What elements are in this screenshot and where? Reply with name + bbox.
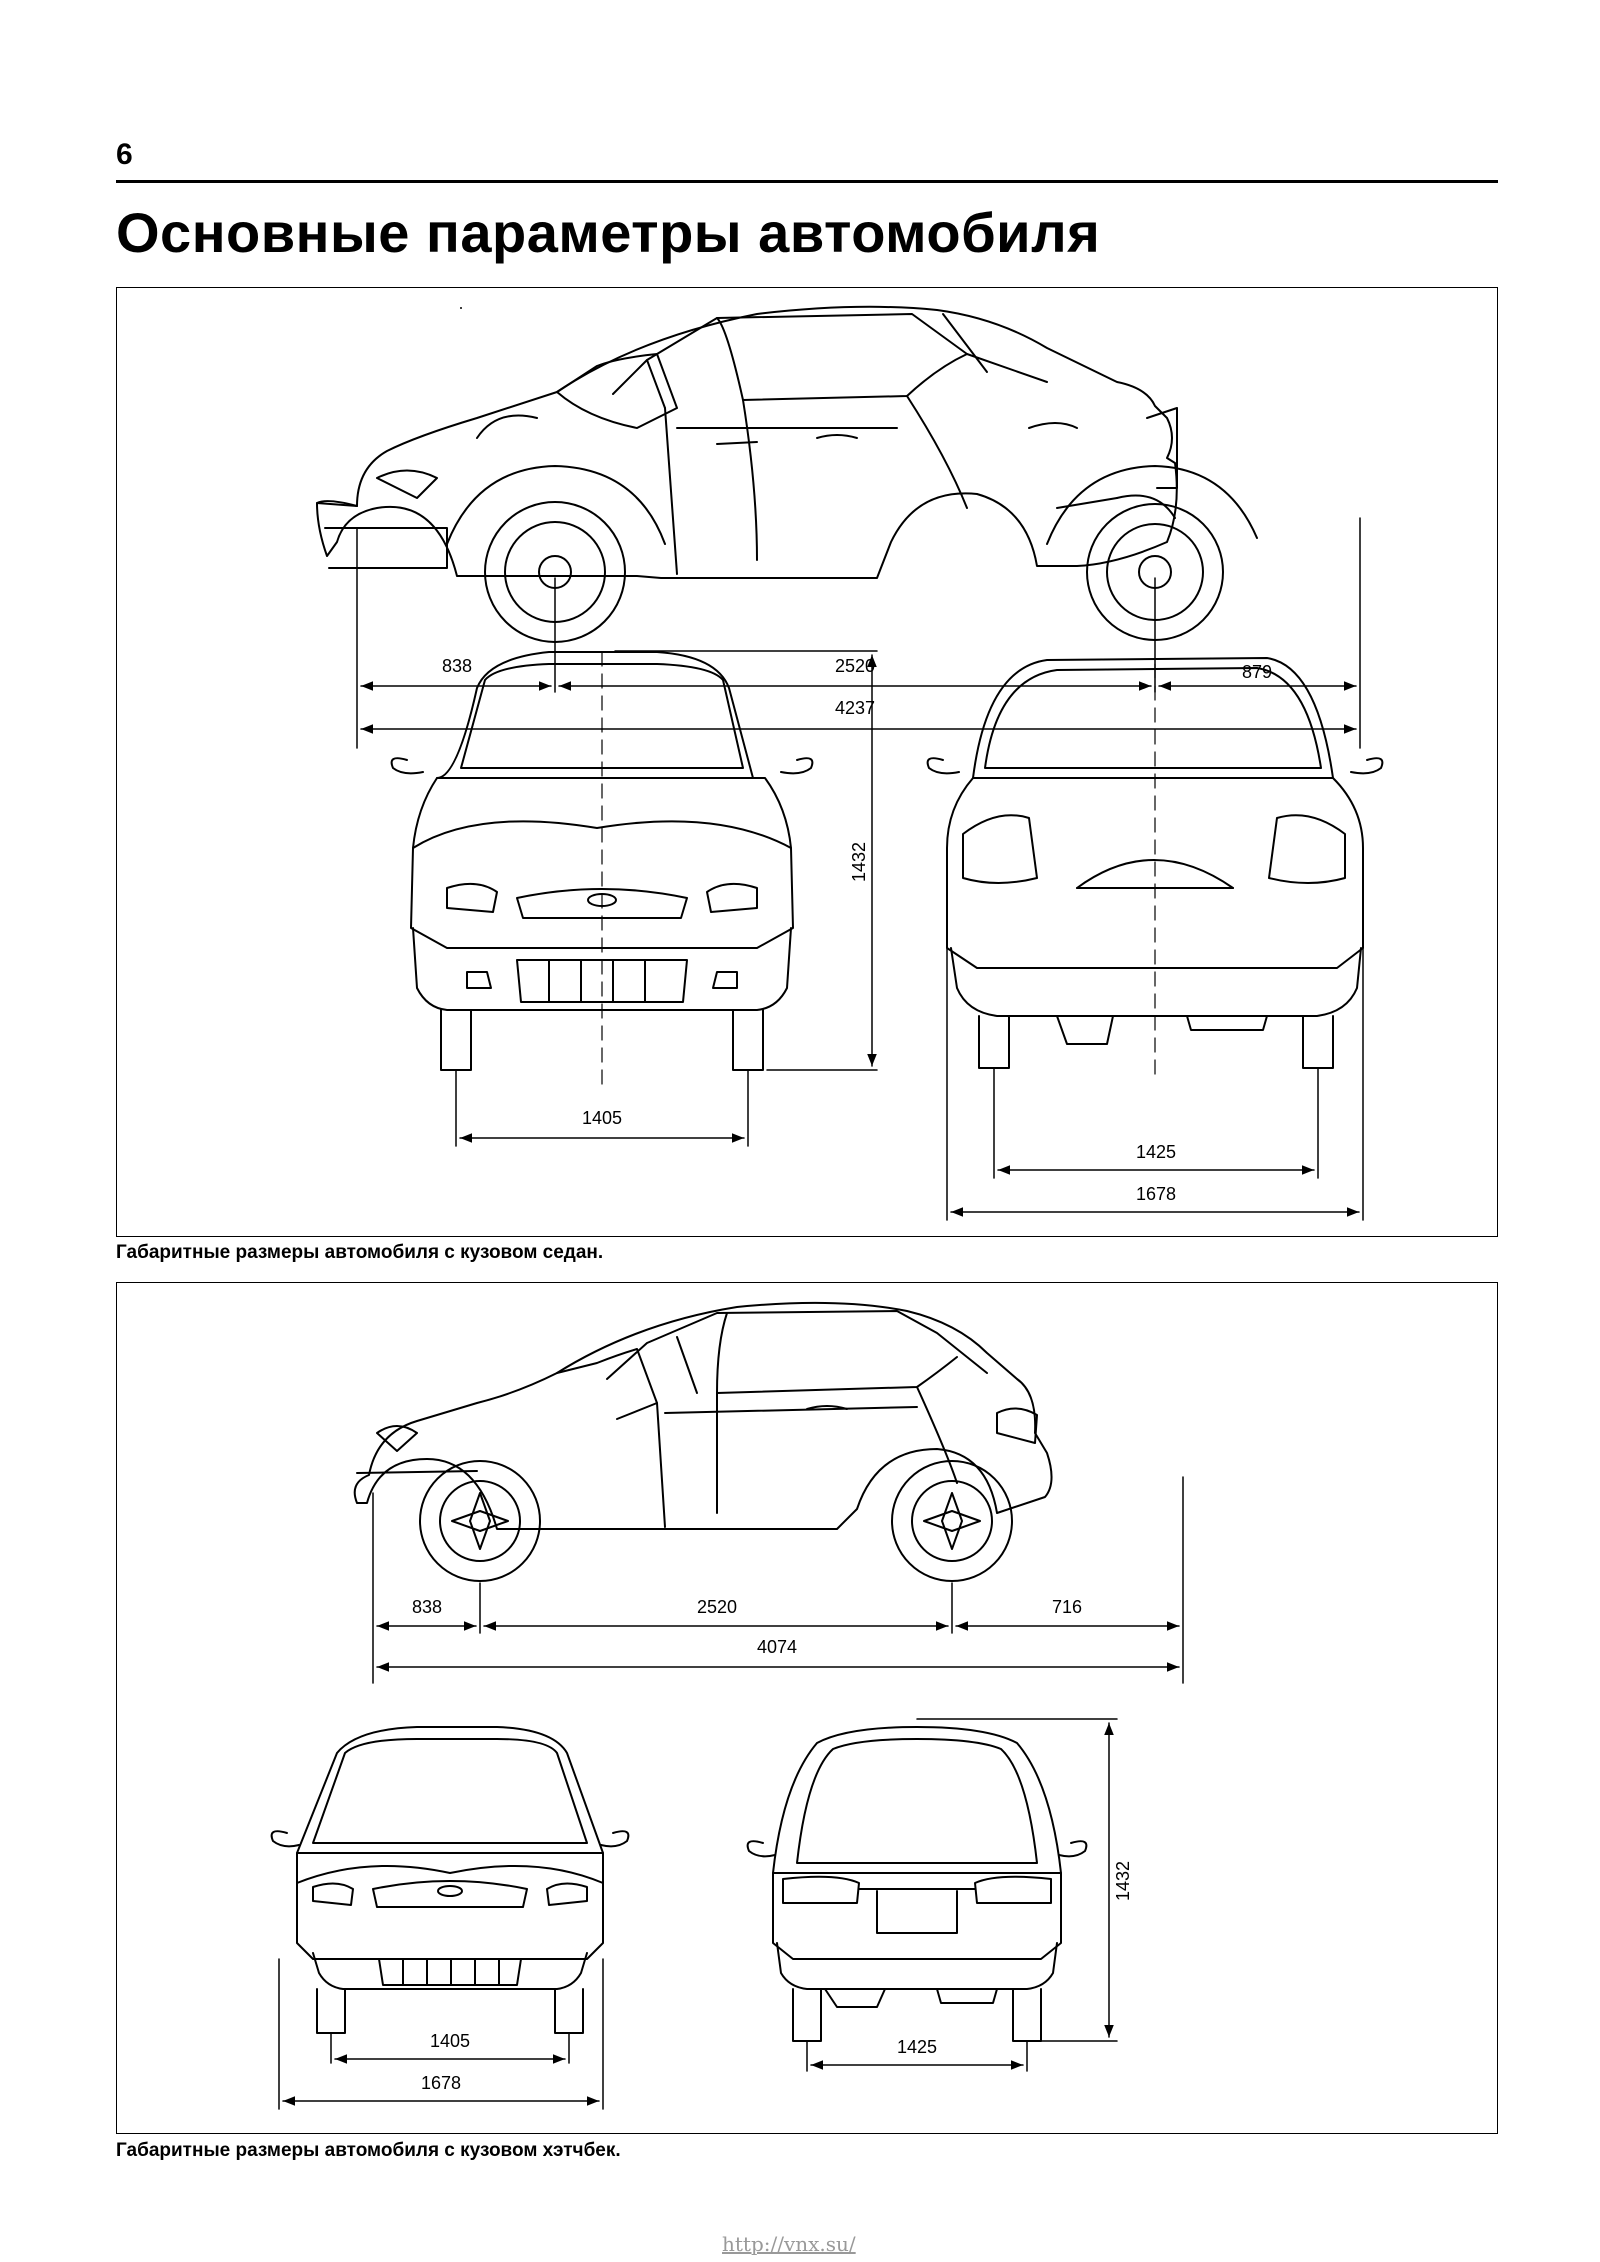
sedan-caption: Габаритные размеры автомобиля с кузовом … bbox=[116, 1242, 604, 1263]
page-number: 6 bbox=[116, 138, 133, 171]
sedan-height: 1432 bbox=[849, 842, 869, 882]
page-title: Основные параметры автомобиля bbox=[116, 201, 1101, 264]
header-rule bbox=[116, 180, 1498, 183]
sedan-rear-overhang: 879 bbox=[1242, 662, 1272, 682]
sedan-length-dimensions: 838 2520 879 4237 bbox=[356, 517, 1361, 749]
sedan-rear-dimensions: 1425 1678 bbox=[946, 947, 1364, 1221]
hatchback-drawing: 838 2520 716 4074 bbox=[270, 1301, 1184, 2110]
hatchback-wheelbase: 2520 bbox=[697, 1597, 737, 1617]
hatchback-side-view bbox=[353, 1301, 1053, 1582]
sedan-dimensions-figure: 838 2520 879 4237 bbox=[116, 287, 1498, 1237]
hatchback-length: 4074 bbox=[757, 1637, 797, 1657]
sedan-side-view bbox=[316, 305, 1258, 643]
hatchback-rear-dimensions: 1432 1425 bbox=[806, 1718, 1133, 2072]
hatchback-front-overhang: 838 bbox=[412, 1597, 442, 1617]
sedan-rear-track: 1425 bbox=[1136, 1142, 1176, 1162]
hatchback-caption: Габаритные размеры автомобиля с кузовом … bbox=[116, 2140, 621, 2161]
hatchback-length-dimensions: 838 2520 716 4074 bbox=[372, 1476, 1184, 1684]
sedan-front-track: 1405 bbox=[582, 1108, 622, 1128]
hatchback-height: 1432 bbox=[1113, 1861, 1133, 1901]
sedan-drawing: 838 2520 879 4237 bbox=[316, 305, 1384, 1221]
hatchback-front-track: 1405 bbox=[430, 2031, 470, 2051]
hatchback-dimensions-figure: 838 2520 716 4074 bbox=[116, 1282, 1498, 2134]
sedan-wheelbase: 2520 bbox=[835, 656, 875, 676]
hatchback-width: 1678 bbox=[421, 2073, 461, 2093]
footer-url[interactable]: http://vnx.su/ bbox=[722, 2232, 856, 2256]
hatchback-rear-overhang: 716 bbox=[1052, 1597, 1082, 1617]
sedan-rear-view bbox=[926, 657, 1384, 1079]
sedan-front-dimensions: 1432 1405 bbox=[455, 650, 878, 1147]
hatchback-rear-track: 1425 bbox=[897, 2037, 937, 2057]
sedan-width: 1678 bbox=[1136, 1184, 1176, 1204]
sedan-front-overhang: 838 bbox=[442, 656, 472, 676]
sedan-front-view bbox=[390, 307, 814, 1089]
hatchback-front-dimensions: 1405 1678 bbox=[278, 1958, 604, 2110]
sedan-length: 4237 bbox=[835, 698, 875, 718]
hatchback-rear-view bbox=[746, 1726, 1088, 2042]
hatchback-front-view bbox=[270, 1726, 630, 2034]
